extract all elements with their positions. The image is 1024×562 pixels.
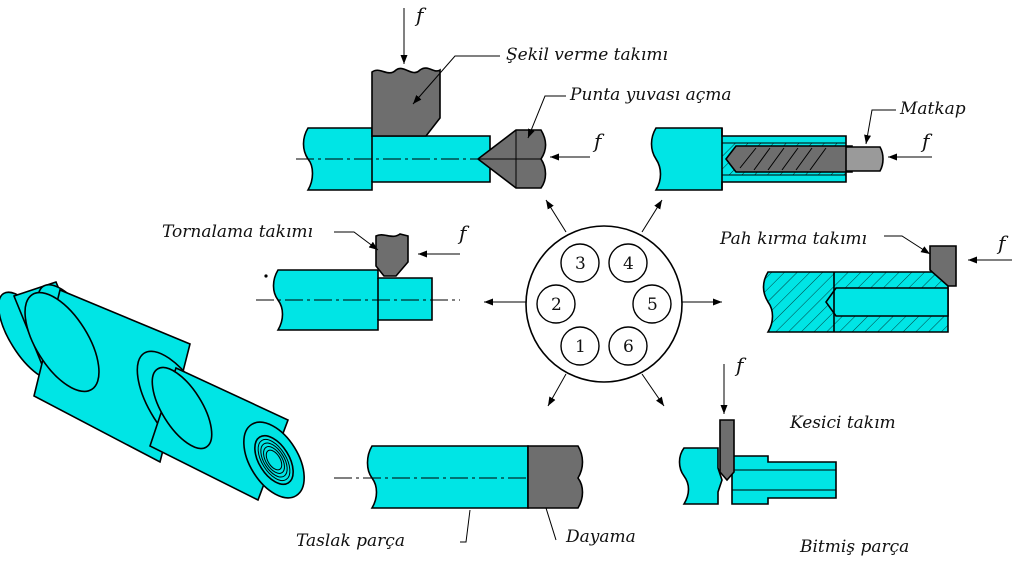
turret-position-3: 3 <box>575 254 586 274</box>
label-punta-yuvasi: Punta yuvası açma <box>569 85 731 105</box>
feed-label-parting: f <box>734 353 747 377</box>
label-dayama: Dayama <box>565 527 636 547</box>
stop-block <box>527 445 584 509</box>
label-pah-kirma: Pah kırma takımı <box>719 229 867 249</box>
label-matkap: Matkap <box>899 99 966 119</box>
finished-part-3d <box>0 281 305 502</box>
turret-position-5: 5 <box>647 295 658 315</box>
label-taslak: Taslak parça <box>296 531 405 551</box>
turret-position-2: 2 <box>551 295 562 315</box>
station-drilling <box>650 109 932 191</box>
feed-label-turning: f <box>457 221 470 245</box>
finished-part <box>731 455 837 505</box>
label-bitmis: Bitmiş parça <box>799 537 909 557</box>
station-turning <box>256 231 460 331</box>
station-stock-stop <box>334 445 584 543</box>
parting-tool <box>719 419 735 482</box>
feed-label-centering: f <box>592 129 605 153</box>
turret-head <box>484 199 722 407</box>
forming-tool <box>371 67 441 137</box>
turret-position-6: 6 <box>623 337 634 357</box>
turret-position-4: 4 <box>623 254 634 274</box>
turret-position-1: 1 <box>575 337 586 357</box>
turning-tool <box>375 233 409 277</box>
chamfer-tool <box>929 245 957 287</box>
drill-bit <box>724 145 853 173</box>
feed-label-forming: f <box>414 3 427 27</box>
label-kesici: Kesici takım <box>789 413 896 433</box>
raw-workpiece <box>366 445 529 509</box>
feed-label-drill: f <box>920 129 933 153</box>
workpiece-parting <box>678 447 723 505</box>
station-forming-centering <box>296 8 590 191</box>
label-tornalama: Tornalama takımı <box>162 222 313 242</box>
label-sekil-verme: Şekil verme takımı <box>506 45 668 65</box>
station-parting <box>678 364 837 505</box>
station-chamfering <box>762 235 1012 333</box>
feed-label-chamfer: f <box>996 231 1009 255</box>
